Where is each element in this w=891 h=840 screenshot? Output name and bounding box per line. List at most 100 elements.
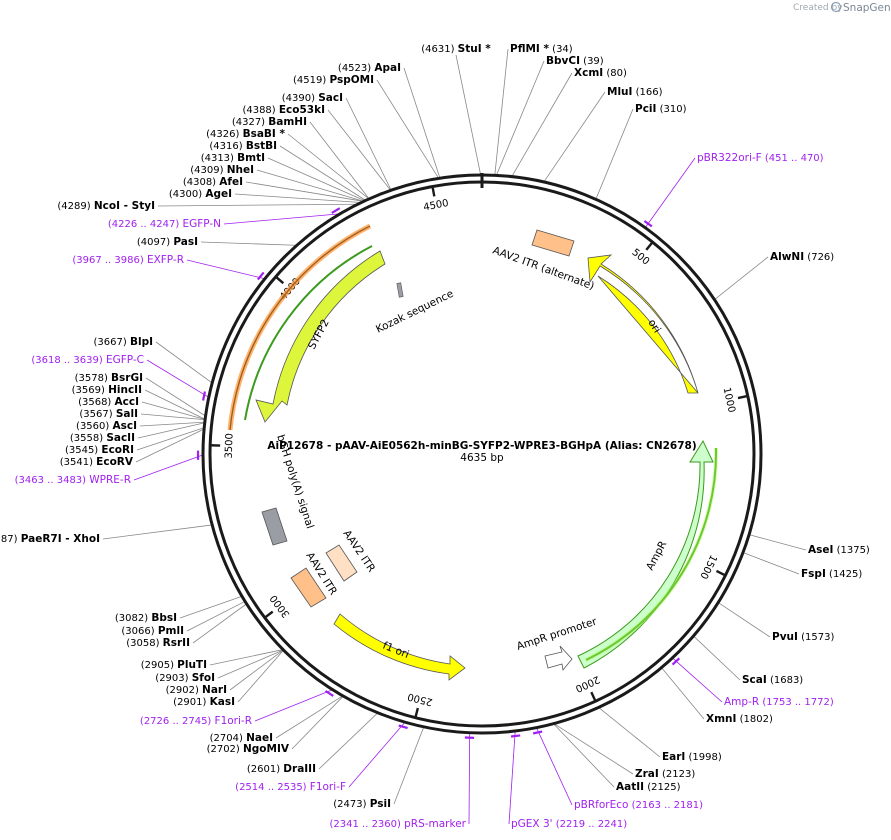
site-position: (2704)	[210, 733, 246, 744]
restriction-site[interactable]: (4308) AfeI	[183, 176, 243, 188]
restriction-site[interactable]: (4309) NheI	[190, 164, 254, 176]
restriction-site[interactable]: (3667) BlpI	[94, 336, 153, 348]
leader-line	[279, 145, 365, 201]
restriction-site[interactable]: ZraI (2123)	[635, 768, 695, 780]
restriction-site[interactable]: (4327) BamHI	[232, 116, 307, 128]
primer-site[interactable]: (3618 .. 3639) EGFP-C	[31, 354, 144, 366]
restriction-site[interactable]: (4523) ApaI	[338, 62, 401, 74]
site-position: (726)	[804, 252, 834, 263]
restriction-site[interactable]: (3541) EcoRV	[60, 456, 134, 468]
primer-site[interactable]: Amp-R (1753 .. 1772)	[724, 696, 834, 708]
restriction-site[interactable]: (2905) PluTI	[141, 659, 207, 671]
primer-site[interactable]: (4226 .. 4247) EGFP-N	[108, 218, 221, 230]
restriction-site[interactable]: (4316) BstBI	[209, 140, 277, 152]
restriction-site[interactable]: (2601) DraIII	[247, 763, 316, 775]
f1-ori-feature[interactable]	[333, 613, 466, 681]
restriction-site[interactable]: XcmI (80)	[574, 67, 627, 79]
ori-feature[interactable]	[587, 254, 699, 394]
restriction-site[interactable]: (4313) BmtI	[201, 152, 265, 164]
restriction-site[interactable]: (3560) AscI	[76, 420, 137, 432]
restriction-site-text: (3058) RsrII	[126, 637, 190, 649]
restriction-site[interactable]: (2902) NarI	[166, 684, 227, 696]
restriction-site[interactable]: (3568) AccI	[78, 396, 139, 408]
restriction-site[interactable]: (4326) BsaBI *	[206, 128, 285, 140]
primer-site[interactable]: (2514 .. 2535) F1ori-F	[235, 781, 346, 793]
restriction-site-text: (2905) PluTI	[141, 659, 207, 671]
restriction-site[interactable]: PvuI (1573)	[772, 631, 834, 643]
restriction-site[interactable]: (3058) RsrII	[126, 637, 190, 649]
primer-range: (1753 .. 1772)	[759, 697, 834, 708]
aav2-itr-alternate-feature[interactable]	[531, 229, 575, 257]
restriction-site[interactable]: (3545) EcoRI	[65, 444, 134, 456]
restriction-site[interactable]: XmnI (1802)	[706, 713, 773, 725]
restriction-site[interactable]: ScaI (1683)	[742, 674, 803, 686]
primer-site[interactable]: (3463 .. 3483) WPRE-R	[15, 474, 131, 486]
restriction-site[interactable]: (4388) Eco53kI	[242, 104, 325, 116]
restriction-site[interactable]: (2473) PsiI	[333, 798, 391, 810]
restriction-site[interactable]: (2704) NaeI	[210, 732, 273, 744]
restriction-site[interactable]: (2702) NgoMIV	[207, 743, 290, 755]
restriction-site-text: MluI (166)	[607, 86, 663, 98]
primer-site[interactable]: (3967 .. 3986) EXFP-R	[72, 254, 184, 266]
restriction-site[interactable]: AlwNI (726)	[770, 251, 834, 263]
restriction-site[interactable]: FspI (1425)	[801, 568, 862, 580]
restriction-site[interactable]: (4390) SacI	[282, 92, 343, 104]
ampr-promoter-feature[interactable]	[544, 645, 573, 671]
site-position: (3567)	[79, 409, 115, 420]
syfp2-feature[interactable]	[255, 250, 386, 423]
site-name: BbsI	[151, 612, 177, 624]
restriction-site[interactable]: (2901) KasI	[173, 696, 235, 708]
restriction-site-text: (3560) AscI	[76, 420, 137, 432]
primer-site[interactable]: pBR322ori-F (451 .. 470)	[697, 152, 824, 164]
site-name: AlwNI	[770, 251, 804, 263]
restriction-site[interactable]: (4097) PasI	[137, 236, 198, 248]
restriction-site[interactable]: (4631) StuI *	[421, 43, 491, 55]
restriction-site[interactable]: (4300) AgeI	[169, 188, 232, 200]
site-name: BsrGI	[111, 372, 143, 384]
aav2-itr-feature-2[interactable]	[325, 544, 358, 582]
restriction-site[interactable]: PciI (310)	[635, 103, 687, 115]
leader-line	[672, 658, 723, 703]
bgh-polya-feature[interactable]	[261, 507, 288, 546]
restriction-site[interactable]: (3287) PaeR7I - XhoI	[0, 533, 100, 545]
site-name: ScaI	[742, 674, 767, 686]
restriction-site[interactable]: EarI (1998)	[662, 751, 722, 763]
leader-line	[102, 524, 212, 540]
restriction-site[interactable]: (3558) SacII	[70, 432, 135, 444]
restriction-site-text: AatII (2125)	[616, 781, 681, 793]
restriction-site[interactable]: (3567) SalI	[79, 408, 138, 420]
restriction-site[interactable]: (3082) BbsI	[115, 612, 177, 624]
watermark-brand: SnapGene	[843, 2, 891, 14]
site-position: (3569)	[72, 385, 108, 396]
ampr-feature[interactable]	[577, 439, 714, 669]
leader-line	[135, 429, 204, 463]
restriction-site[interactable]: AatII (2125)	[616, 781, 681, 793]
primer-site[interactable]: pGEX 3' (2219 .. 2241)	[511, 818, 627, 830]
primer-text: pGEX 3' (2219 .. 2241)	[511, 818, 627, 830]
scale-tick-2000	[590, 691, 597, 702]
restriction-site[interactable]: BbvCI (39)	[546, 55, 604, 67]
leader-line	[348, 722, 405, 788]
restriction-site[interactable]: (4289) NcoI - StyI	[57, 200, 155, 212]
site-position: (2901)	[173, 697, 209, 708]
restriction-site[interactable]: (2903) SfoI	[155, 672, 215, 684]
primer-site[interactable]: pBRforEco (2163 .. 2181)	[574, 799, 703, 811]
primer-site[interactable]: (2726 .. 2745) F1ori-R	[140, 715, 252, 727]
restriction-site[interactable]: (3569) HincII	[72, 384, 142, 396]
site-position: (2702)	[207, 744, 243, 755]
leader-line	[554, 723, 634, 775]
primer-name: EGFP-N	[182, 218, 221, 230]
restriction-site[interactable]: MluI (166)	[607, 86, 663, 98]
restriction-site[interactable]: (3578) BsrGI	[75, 372, 143, 384]
restriction-site[interactable]: (3066) PmlI	[121, 625, 184, 637]
restriction-site[interactable]: AseI (1375)	[808, 544, 870, 556]
restriction-site-text: (4300) AgeI	[169, 188, 232, 200]
restriction-site[interactable]: PflMI * (34)	[510, 43, 573, 55]
kozak-feature[interactable]	[396, 282, 404, 298]
aav2-itr-feature-1[interactable]	[290, 567, 327, 608]
leader-line	[645, 157, 696, 228]
primer-range: (3967 .. 3986)	[72, 255, 147, 266]
primer-site[interactable]: (2341 .. 2360) pRS-marker	[330, 818, 467, 830]
primer-text: (2341 .. 2360) pRS-marker	[330, 818, 467, 830]
restriction-site[interactable]: (4519) PspOMI	[293, 74, 374, 86]
